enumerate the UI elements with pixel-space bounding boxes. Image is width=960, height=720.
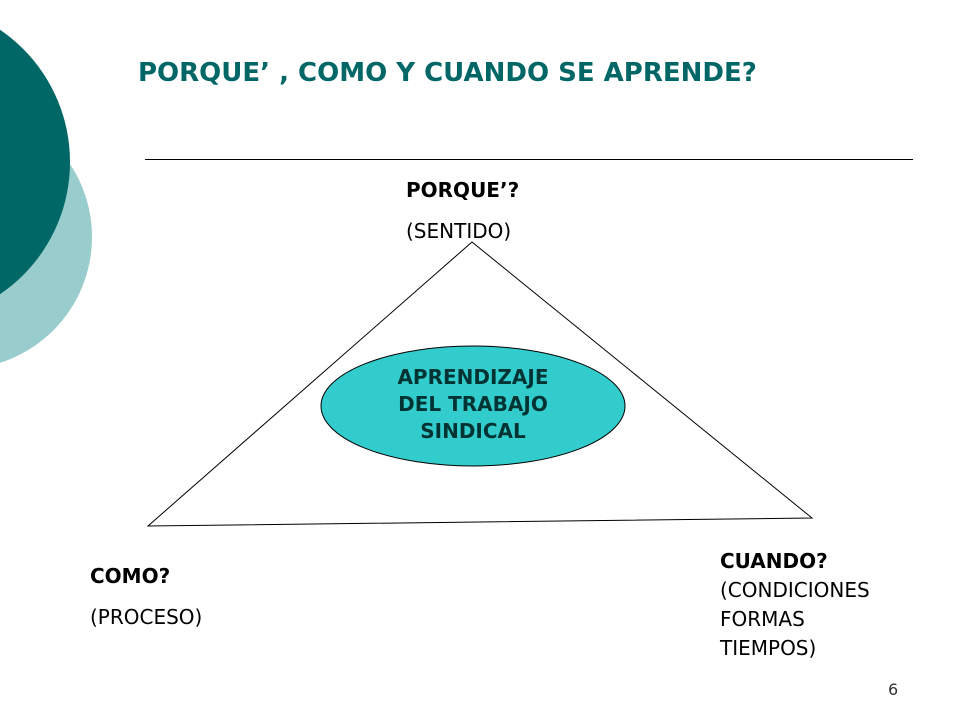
how-subtitle: (PROCESO) xyxy=(90,605,203,629)
how-heading: COMO? xyxy=(90,564,171,588)
center-concept-label: APRENDIZAJE DEL TRABAJO SINDICAL xyxy=(397,365,549,443)
triangle-outline xyxy=(146,241,814,527)
why-heading: PORQUE’? xyxy=(406,178,520,202)
top-vertex-label: PORQUE’? (SENTIDO) xyxy=(406,176,519,246)
left-vertex-label: COMO? (PROCESO) xyxy=(90,562,202,632)
decorative-circles xyxy=(0,29,92,363)
dark-teal-circle xyxy=(0,29,70,295)
when-subtitle: (CONDICIONES FORMAS TIEMPOS) xyxy=(720,578,870,660)
right-vertex-label: CUANDO? (CONDICIONES FORMAS TIEMPOS) xyxy=(720,547,870,663)
title-underline xyxy=(145,159,913,160)
slide-title: PORQUE’ , COMO Y CUANDO SE APRENDE? xyxy=(138,58,757,88)
slide-number: 6 xyxy=(888,680,899,699)
when-heading: CUANDO? xyxy=(720,549,828,573)
why-subtitle: (SENTIDO) xyxy=(406,219,512,243)
center-ellipse xyxy=(320,345,626,467)
